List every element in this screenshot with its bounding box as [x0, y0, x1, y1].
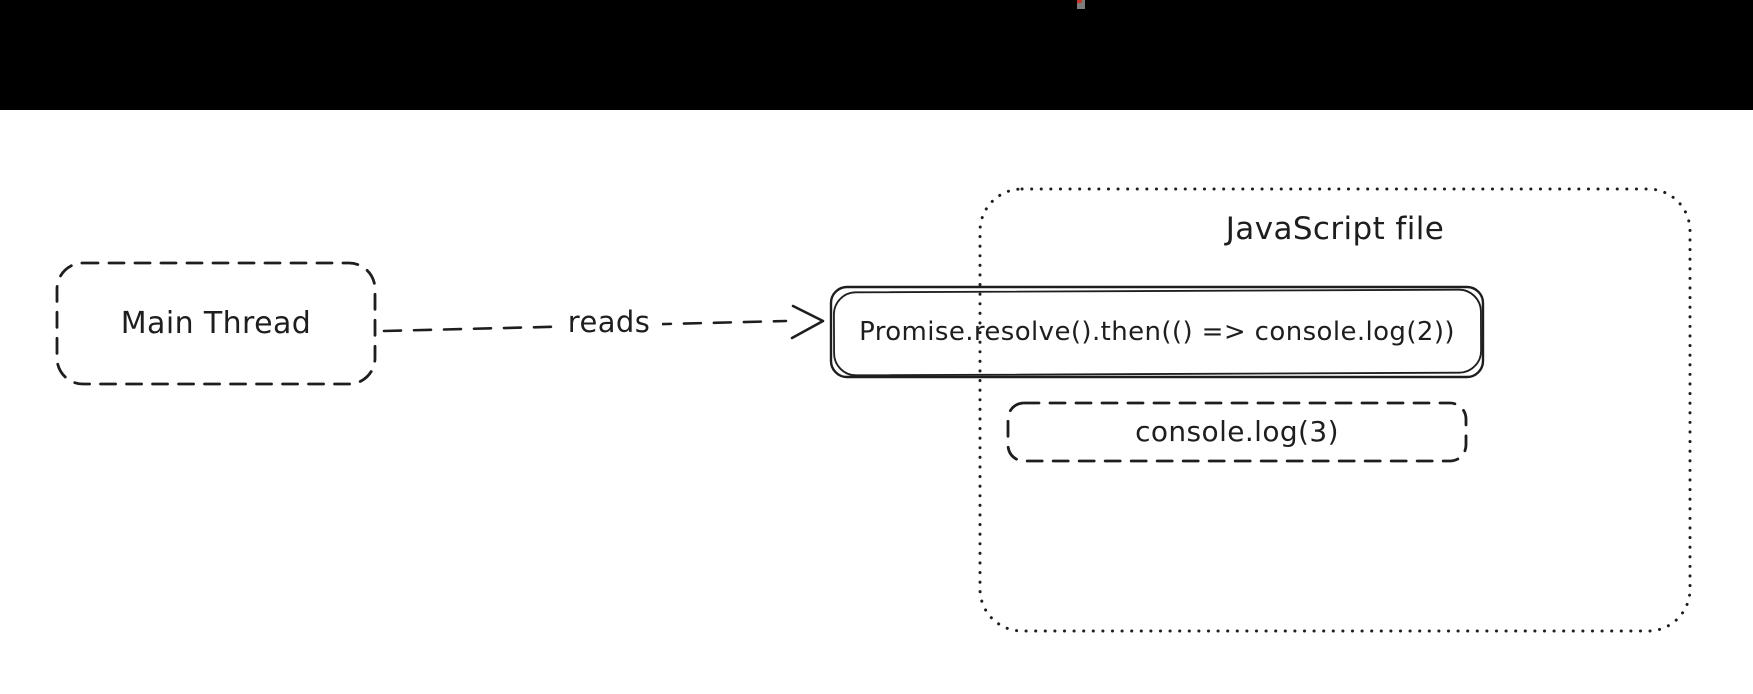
javascript-file-title: JavaScript file	[1225, 210, 1445, 247]
arrowhead-icon	[790, 304, 825, 340]
promise-statement-label: Promise.resolve().then(() => console.log…	[859, 316, 1455, 347]
recording-dot-icon	[1077, 0, 1082, 3]
promise-box-outer	[829, 285, 1485, 379]
promise-box-inner-sketch	[833, 288, 1482, 377]
screen-artifact	[1077, 0, 1085, 9]
console-log-3-box	[1006, 401, 1468, 463]
main-thread-label: Main Thread	[120, 306, 312, 341]
console-log-3-label: console.log(3)	[1135, 414, 1339, 448]
reads-edge-label: reads	[556, 302, 662, 344]
reads-arrow-line	[382, 319, 788, 333]
main-thread-box	[55, 261, 377, 386]
javascript-file-container-box	[978, 187, 1692, 633]
letterbox-top-bar	[0, 0, 1753, 110]
